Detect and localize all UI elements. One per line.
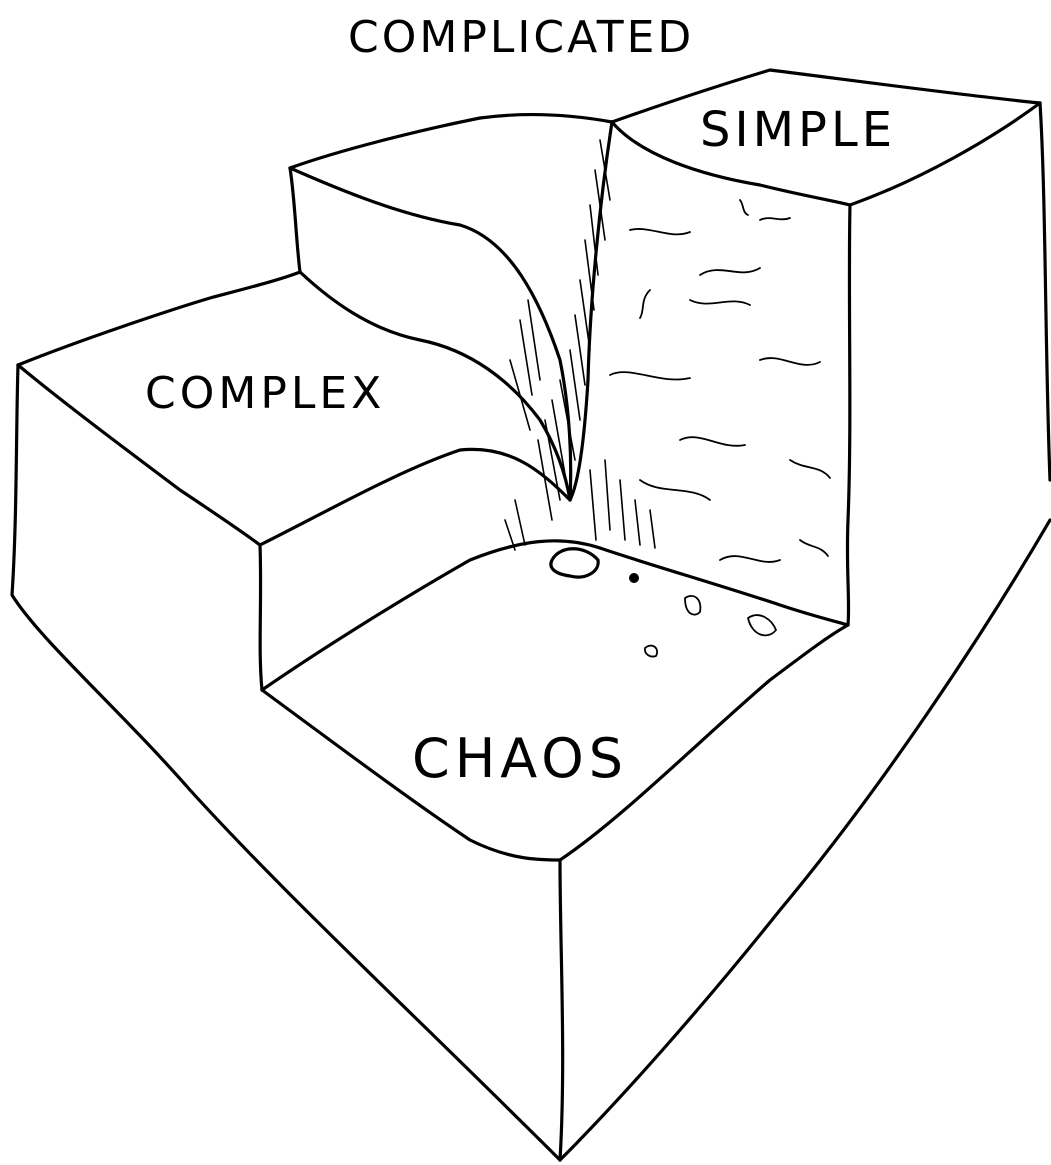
cliff-texture — [609, 199, 831, 563]
debris-rocks — [549, 547, 777, 658]
chaos-floor — [260, 539, 850, 862]
base-block — [10, 363, 1051, 1162]
label-chaos: CHAOS — [412, 727, 629, 790]
label-complex: COMPLEX — [145, 368, 386, 419]
complex-step — [16, 270, 572, 547]
simple-block — [568, 68, 1051, 627]
label-simple: SIMPLE — [700, 102, 897, 158]
label-complicated: COMPLICATED — [348, 12, 695, 63]
crevice-hatching — [504, 139, 656, 551]
complicated-step — [288, 112, 614, 502]
